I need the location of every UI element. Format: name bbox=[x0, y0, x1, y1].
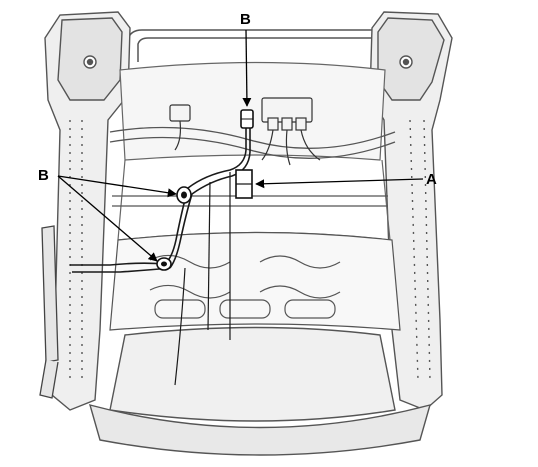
left-side-frame bbox=[44, 11, 131, 411]
clip-b-top bbox=[240, 109, 254, 129]
callout-top-b: B bbox=[240, 11, 251, 28]
callout-right-a: A bbox=[426, 171, 437, 188]
leader-left-b-2 bbox=[57, 175, 158, 262]
front-cushion bbox=[88, 326, 432, 456]
seat-pan bbox=[109, 231, 401, 331]
clip-b-middle bbox=[176, 186, 192, 204]
leader-top-b bbox=[242, 29, 252, 107]
callout-left-b: B bbox=[38, 167, 49, 184]
right-side-frame bbox=[369, 11, 453, 411]
connector-block bbox=[169, 97, 321, 166]
leader-lines bbox=[57, 29, 424, 262]
recliner-lever bbox=[39, 225, 59, 399]
leader-left-b-1 bbox=[57, 175, 177, 198]
leader-right-a bbox=[255, 178, 424, 189]
clip-b-lower bbox=[156, 257, 172, 271]
top-tube bbox=[127, 29, 411, 62]
connector-a bbox=[235, 169, 253, 199]
